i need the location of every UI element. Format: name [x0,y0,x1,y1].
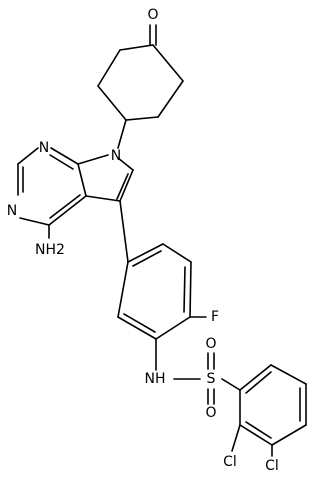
bond-c7a-n7 [77,154,109,165]
bond-ar-5 [239,424,273,446]
bond-c6-c5 [119,169,134,202]
atom-o-sulfonyl-top: O [205,336,216,352]
bond-cyc-3 [125,116,159,121]
bond-ar-1-dbl [245,371,272,394]
bond-c7a-n1-dbl [49,154,74,170]
bond-c5-c4a [85,195,121,202]
atom-nh2: NH2 [35,242,65,258]
bond-n3-c4 [19,217,50,226]
bond-n7-c6 [117,157,134,171]
bond-cyc-4 [97,85,127,121]
bond-ph-2 [162,243,192,263]
bond-c-cl2 [231,424,241,452]
bond-ch-n7 [117,119,127,149]
bond-cyc-2 [157,80,184,118]
bond-c4a-c7a [77,163,87,197]
atom-n1: N [39,140,49,156]
bond-ph-5 [117,316,157,340]
bond-ph-1 [127,243,164,263]
bond-ph-3-dbl [183,266,186,313]
bonds [17,24,307,457]
bond-c4-c4a-dbl [49,194,81,219]
bond-ph-5-dbl [123,313,156,333]
bond-n1-c2 [17,147,39,165]
bond-ar-2 [270,364,307,385]
atom-nh: NH [145,371,166,387]
atom-cl-2: Cl [223,454,237,470]
atom-labels: O N N N NH2 F NH S O O Cl Cl [7,7,279,474]
bond-ar-1 [239,364,272,391]
bond-c6-c5-dbl [116,173,129,200]
bond-cyc-1 [152,44,184,82]
atom-o-ketone: O [147,7,158,23]
atom-s: S [207,371,216,387]
bond-s-ar [221,378,241,391]
atom-n7: N [111,148,121,164]
bond-ph-6 [117,261,129,318]
bond-ph-1-dbl [132,250,162,267]
atom-cl-3: Cl [265,458,279,474]
bond-c5-ph [119,200,129,263]
bond-ph-3 [189,261,192,318]
bond-ar-4 [271,424,307,446]
atom-f: F [211,309,219,325]
bond-ar-5-dbl [245,421,272,439]
atom-o-sulfonyl-bottom: O [205,405,216,421]
bond-cyc-5 [97,49,121,87]
bond-c4-c4a [48,195,87,226]
atom-n3: N [7,203,17,219]
bond-ph-4 [155,316,191,340]
bond-c7a-n1 [50,147,79,165]
bond-cyc-6 [119,44,154,51]
